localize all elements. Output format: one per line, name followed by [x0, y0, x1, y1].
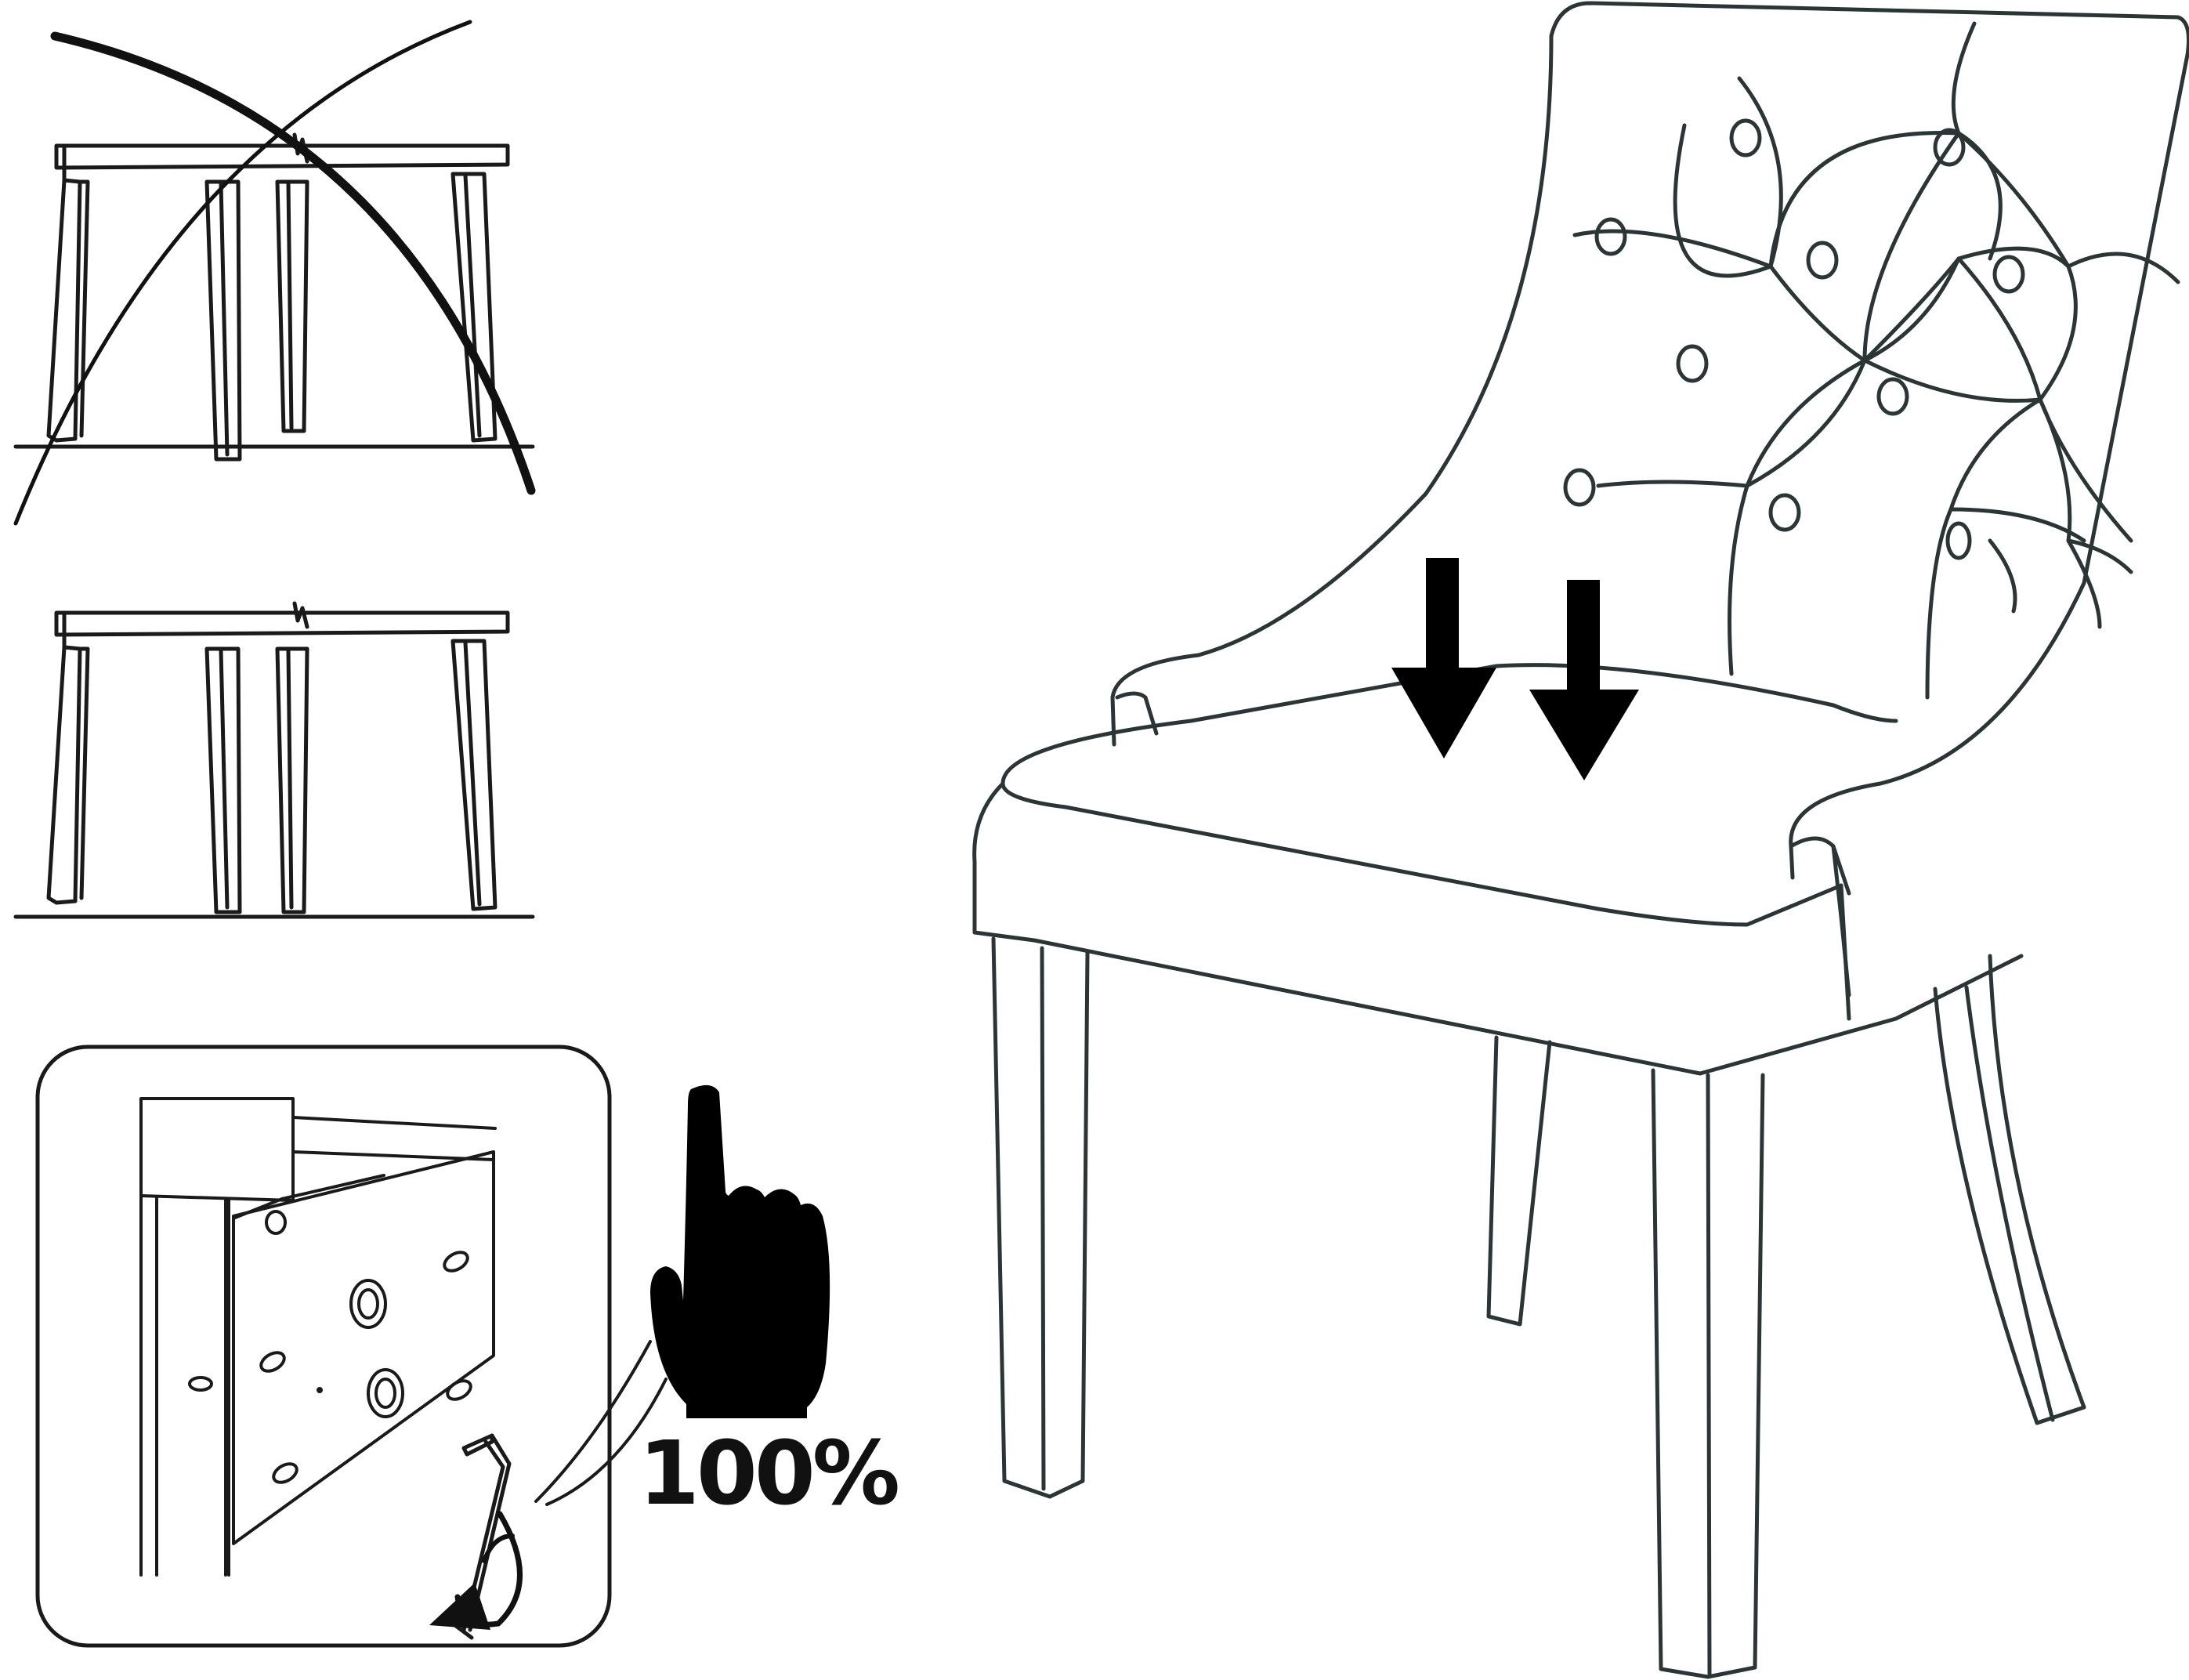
rotate-arrow-icon — [429, 1511, 523, 1630]
tighten-bolts-panel — [24, 1034, 948, 1661]
table-frame-uneven-icon — [13, 20, 536, 526]
incorrect-frame-panel — [0, 0, 564, 549]
tufted-dining-chair-icon — [972, 1, 2189, 1679]
table-frame-level-icon — [13, 601, 535, 919]
percent-label: 100% — [639, 1423, 900, 1525]
pointing-hand-icon — [650, 1084, 830, 1418]
cross-out-mark-icon — [13, 20, 536, 526]
chair-panel — [956, 0, 2189, 1680]
leg-bracket-closeup-icon — [35, 1045, 830, 1648]
down-arrow-icon — [1391, 558, 1639, 780]
correct-frame-panel — [0, 580, 564, 956]
